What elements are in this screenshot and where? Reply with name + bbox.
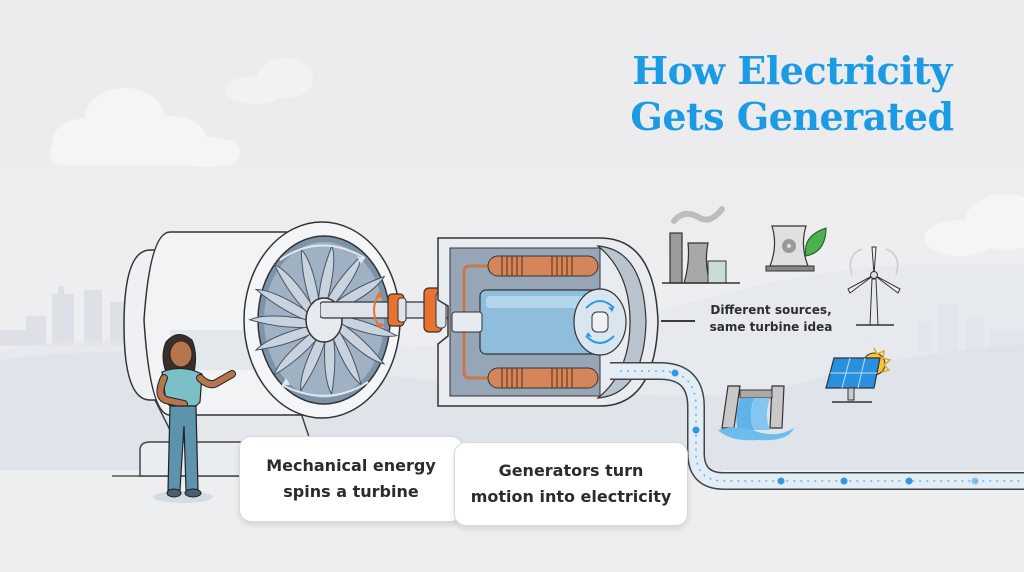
caption-card-generator: Generators turn motion into electricity — [454, 442, 688, 526]
page-title: How Electricity Gets Generated — [612, 48, 972, 140]
wind-turbine-icon — [847, 246, 901, 326]
caption-card-turbine: Mechanical energy spins a turbine — [239, 436, 463, 522]
hydro-dam-icon — [718, 385, 794, 441]
coal-plant-icon — [662, 206, 740, 284]
sources-callout-line — [661, 320, 695, 322]
solar-panel-icon — [825, 348, 892, 403]
presenter-person — [153, 334, 236, 503]
power-cable — [610, 362, 1024, 490]
cloud-left — [50, 88, 240, 167]
current-dots — [671, 369, 979, 485]
cloud-right — [924, 194, 1024, 256]
card-generator-line-1: Generators turn — [498, 461, 644, 480]
nuclear-plant-icon — [765, 225, 827, 272]
city-skyline-left — [0, 286, 126, 346]
generator-cutaway — [437, 237, 659, 407]
sources-caption-line-2: same turbine idea — [709, 320, 833, 334]
title-line-1: How Electricity — [632, 48, 952, 93]
sources-caption: Different sources, same turbine idea — [706, 302, 836, 336]
sources-caption-line-1: Different sources, — [710, 303, 832, 317]
leaf-icon — [804, 227, 827, 257]
card-turbine-line-2: spins a turbine — [283, 482, 419, 501]
card-turbine-line-1: Mechanical energy — [266, 456, 436, 475]
rotation-arrow-icon — [279, 244, 366, 261]
card-generator-line-2: motion into electricity — [470, 487, 672, 506]
copper-coil-bottom — [487, 367, 599, 389]
cloud-top-right — [225, 58, 313, 104]
rotor-spin-icon — [585, 300, 615, 309]
copper-coil-top — [487, 255, 599, 277]
title-line-2: Gets Generated — [630, 94, 954, 139]
spin-arrow-icon — [373, 291, 381, 329]
